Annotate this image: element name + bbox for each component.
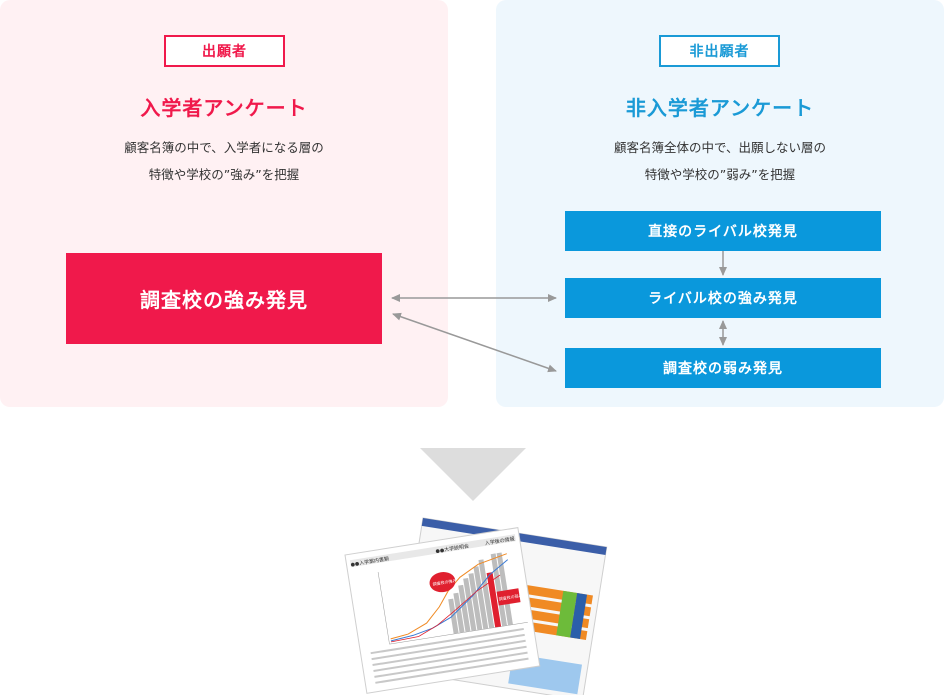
report-callout-weakness: 調査校の弱み <box>498 592 523 602</box>
desc-line: 特徴や学校の”弱み”を把握 <box>644 167 796 182</box>
desc-line: 顧客名簿全体の中で、出願しない層の <box>613 140 826 155</box>
report-callout-strength: 調査校の強み <box>432 577 457 587</box>
rival-strength-box: ライバル校の強み発見 <box>565 278 881 318</box>
desc-line: 特徴や学校の”強み”を把握 <box>148 167 300 182</box>
applicant-tag: 出願者 <box>164 35 285 67</box>
school-weakness-box: 調査校の弱み発見 <box>565 348 881 388</box>
report-illustration: ●●入学案内書類 ●●大学説明会 入学後の情報 調査校の強み 調査校の弱み <box>344 517 608 695</box>
weakness-link-arrow <box>392 312 557 373</box>
school-strength-box: 調査校の強み発見 <box>66 253 382 344</box>
enrollee-survey-description: 顧客名簿の中で、入学者になる層の 特徴や学校の”強み”を把握 <box>0 134 448 188</box>
enrollee-survey-title: 入学者アンケート <box>140 96 308 120</box>
non-enrollee-survey-title: 非入学者アンケート <box>625 96 815 120</box>
desc-line: 顧客名簿の中で、入学者になる層の <box>124 140 324 155</box>
direct-rival-box: 直接のライバル校発見 <box>565 211 881 251</box>
non-applicant-tag: 非出願者 <box>659 35 780 67</box>
non-enrollee-survey-description: 顧客名簿全体の中で、出願しない層の 特徴や学校の”弱み”を把握 <box>496 134 944 188</box>
down-arrow-icon <box>420 448 526 501</box>
report-header-c: 入学後の情報 <box>484 535 515 547</box>
